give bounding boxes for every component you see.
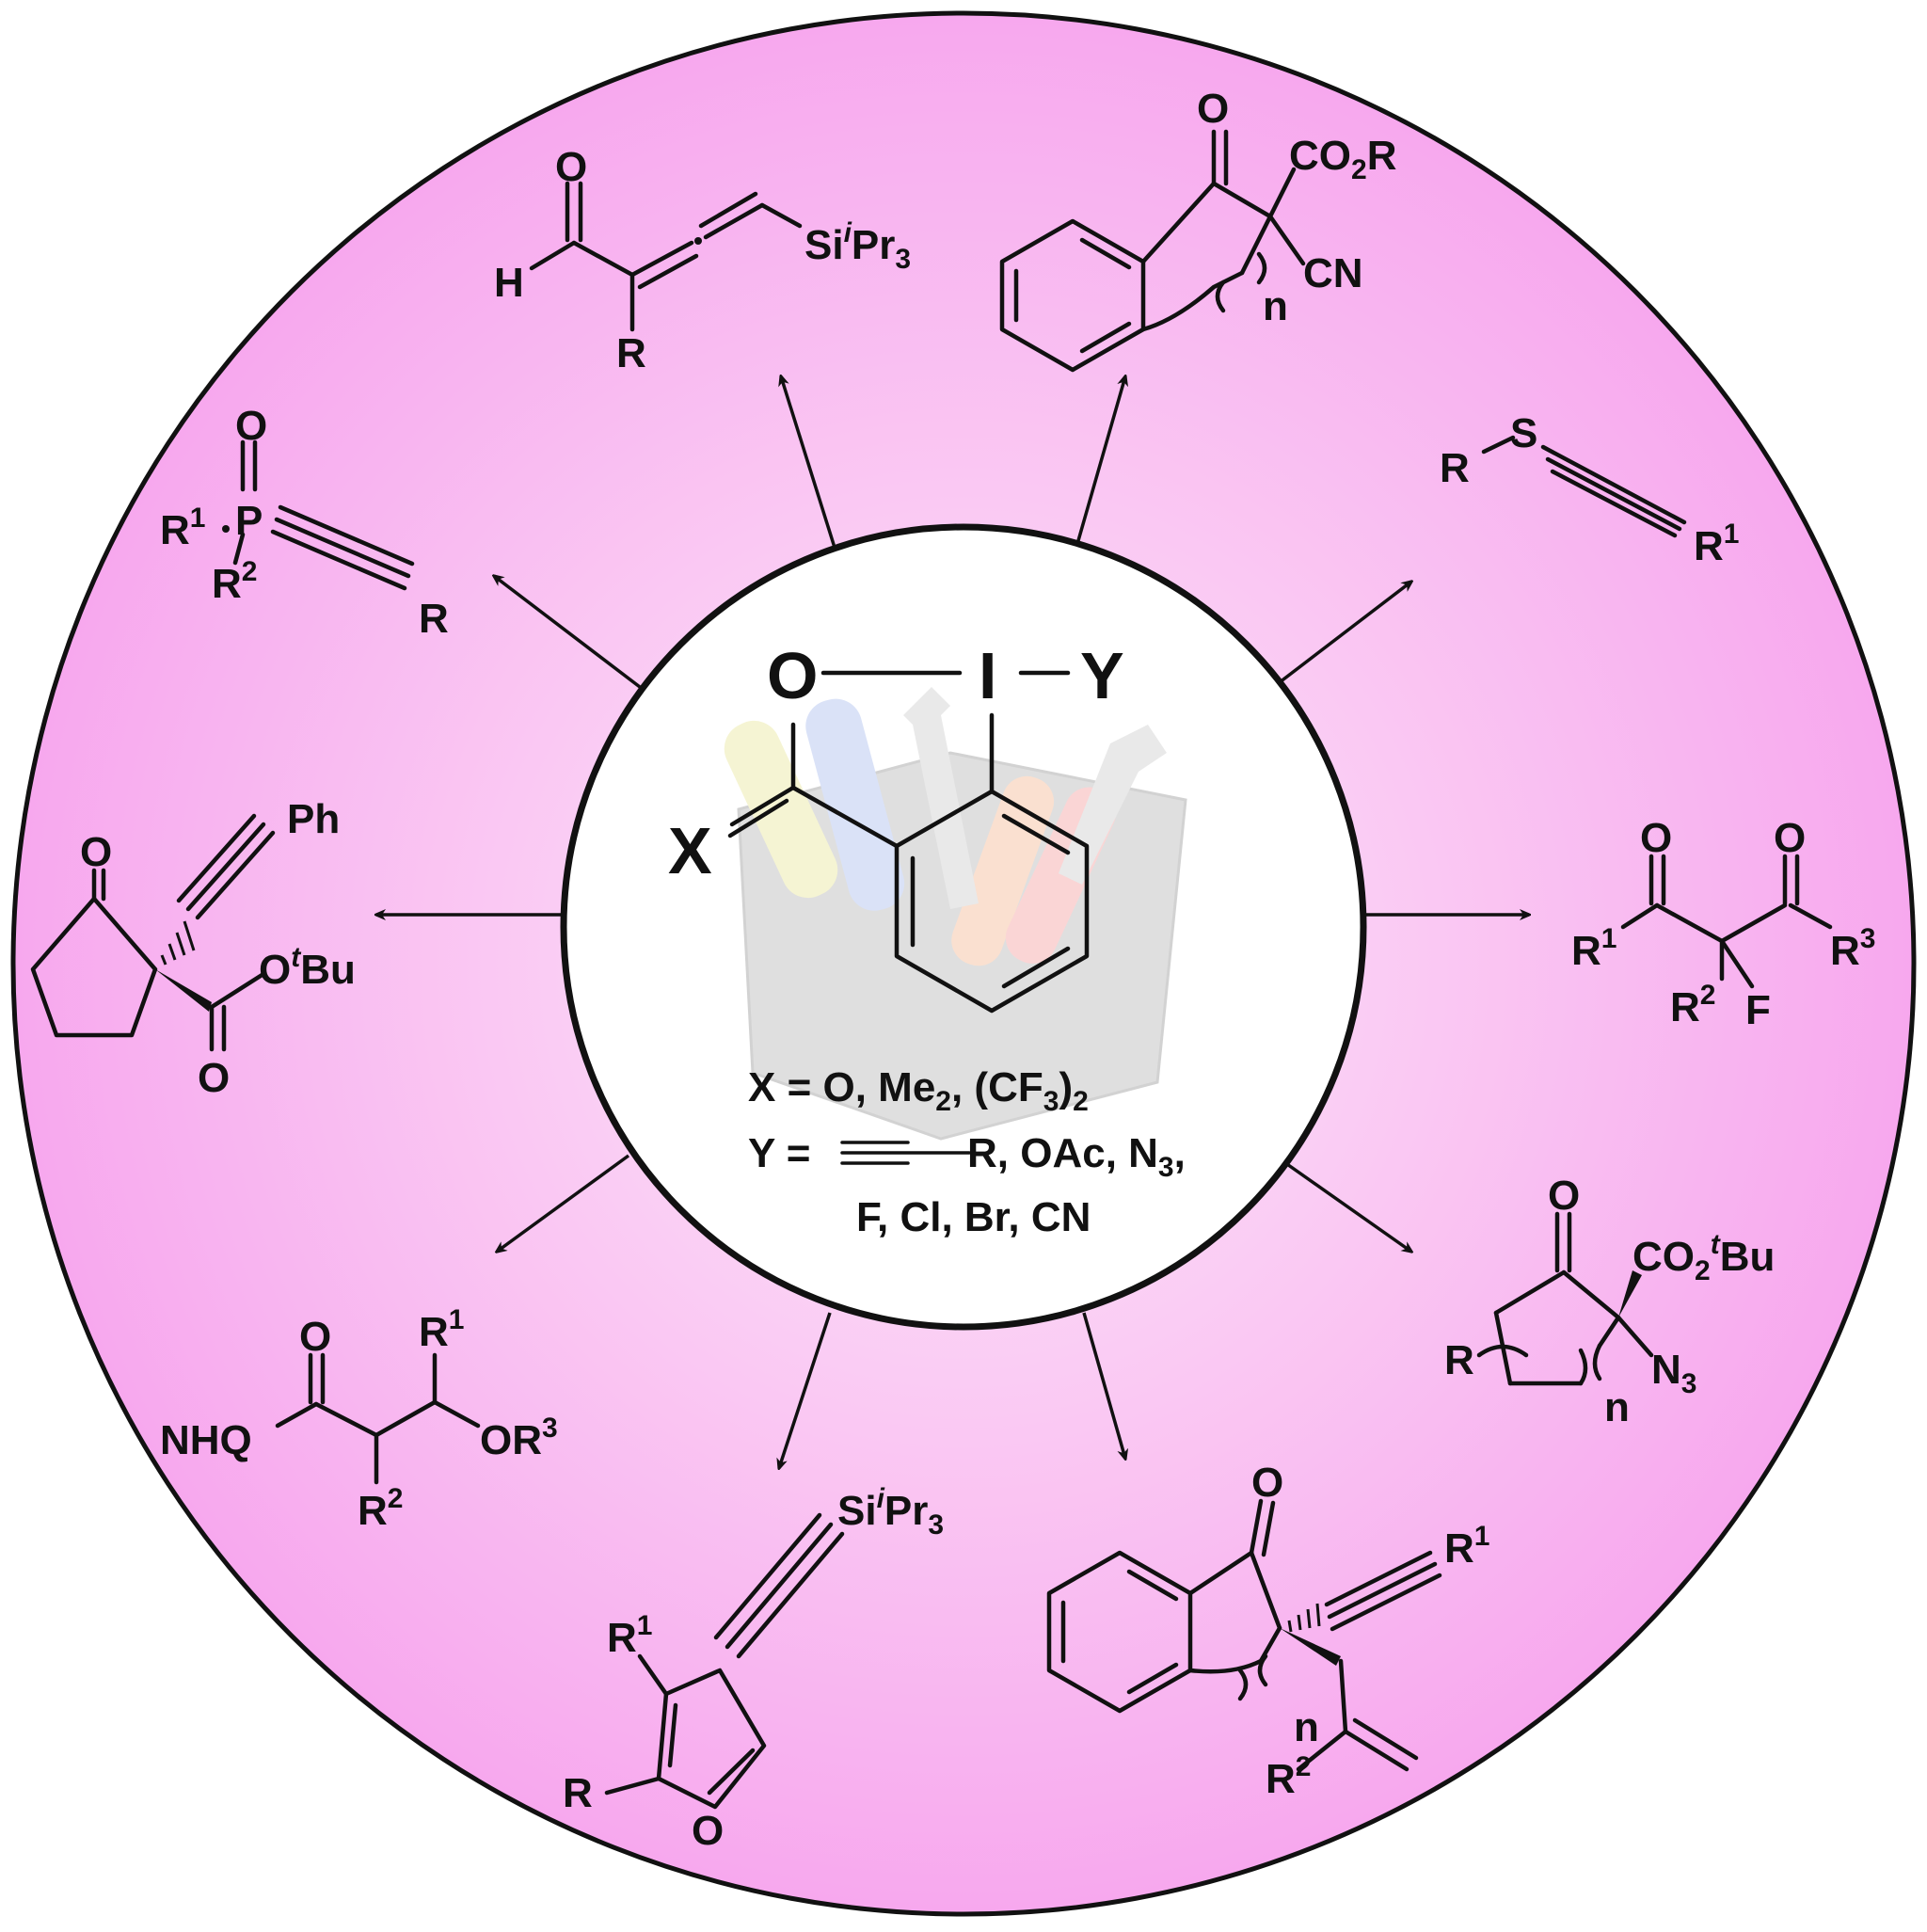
arrow-to-phosphine-oxide (494, 576, 642, 689)
fluoro-diketone-R2: R2 (1670, 980, 1715, 1030)
phosphine-oxide-R2: R2 (212, 556, 257, 607)
alkynyl-indanone-O: O (1251, 1460, 1283, 1506)
allenal-R: R (616, 330, 646, 376)
product-phosphine-oxide: O R1 P R2 R (160, 403, 449, 642)
alkynyl-ketoester-O3: O (198, 1055, 230, 1101)
arrow-to-thioalkyne (1278, 582, 1411, 684)
hydroxy-amide-O: O (299, 1314, 331, 1360)
furan-R: R (563, 1770, 593, 1816)
arrow-to-azido-ketoester (1282, 1160, 1411, 1252)
fluoro-diketone-R3: R3 (1830, 923, 1875, 974)
azido-ketoester-O: O (1548, 1173, 1580, 1219)
arrow-to-hydroxy-amide (497, 1154, 630, 1252)
alkynyl-indanone-n: n (1294, 1704, 1319, 1750)
product-hydroxy-amide: O R1 NHQ OR3 R2 (160, 1304, 558, 1534)
arrow-to-indanone-cn (1075, 376, 1125, 545)
thioalkyne-R: R (1440, 445, 1470, 491)
phosphine-oxide-R1: R1 (160, 503, 205, 553)
fluoro-diketone-O1: O (1640, 815, 1672, 861)
product-thioalkyne: R S R1 (1440, 410, 1739, 569)
core-I-label: I (979, 639, 996, 712)
alkynyl-ketoester-O: O (80, 829, 112, 875)
indanone-cn-CN: CN (1303, 250, 1363, 296)
core-O-label: O (767, 639, 818, 712)
product-alkynyl-ketoester: Ph O OtBu O (30, 796, 356, 1101)
alkynyl-indanone-R1: R1 (1444, 1521, 1489, 1572)
product-indanone-cn: O CO2R CN n (999, 86, 1396, 373)
alkynyl-ketoester-Ph: Ph (287, 796, 340, 842)
allenal-O: O (555, 144, 587, 190)
azido-ketoester-N3: N3 (1651, 1347, 1696, 1399)
product-alkynyl-indanone: O R1 R2 n (1046, 1460, 1489, 1802)
condition-x: X = O, Me2, (CF3)2 (748, 1064, 1089, 1117)
furan-SiiPr3: SiiPr3 (837, 1483, 944, 1541)
alkynyl-ketoester-OtBu: OtBu (259, 942, 356, 993)
core-reagent: O I Y X X = O, Me2, (CF3)2 Y = R, OAc, N… (668, 639, 1186, 1240)
product-fluoro-diketone: O O R1 R3 R2 F (1571, 815, 1875, 1033)
fluoro-diketone-F: F (1745, 987, 1771, 1033)
hydroxy-amide-R2: R2 (358, 1483, 403, 1534)
allenal-SiiPr3: SiiPr3 (804, 217, 911, 275)
product-furan: SiiPr3 R1 R O (563, 1483, 944, 1854)
hydroxy-amide-NHQ: NHQ (160, 1417, 252, 1463)
azido-ketoester-CO2tBu: CO2tBu (1632, 1229, 1775, 1286)
core-Y-label: Y (1080, 639, 1124, 712)
product-azido-ketoester: O CO2tBu R N3 n (1444, 1173, 1775, 1430)
thioalkyne-R1: R1 (1694, 519, 1739, 569)
condition-y-prefix: Y = (748, 1130, 810, 1176)
phosphine-oxide-O: O (235, 403, 267, 449)
alkynyl-indanone-R2: R2 (1266, 1751, 1311, 1802)
indanone-cn-O: O (1197, 86, 1229, 132)
furan-O: O (692, 1808, 724, 1854)
condition-y-alkyne-bond (840, 1141, 971, 1165)
arrow-to-furan (779, 1312, 832, 1468)
indanone-cn-CO2R: CO2R (1289, 133, 1396, 185)
product-allenal: O H R SiiPr3 (494, 144, 911, 376)
azido-ketoester-R: R (1444, 1337, 1474, 1383)
arrow-to-alkynyl-indanone (1082, 1312, 1125, 1459)
condition-y-line2: F, Cl, Br, CN (856, 1194, 1091, 1240)
allenal-H: H (494, 260, 524, 306)
phosphine-oxide-P: P (235, 498, 263, 544)
azido-ketoester-n: n (1604, 1384, 1630, 1430)
condition-y: R, OAc, N3, (967, 1130, 1186, 1183)
hydroxy-amide-R1: R1 (419, 1304, 464, 1355)
indanone-cn-n: n (1263, 283, 1288, 329)
reaction-arrows (376, 376, 1529, 1468)
furan-R1: R1 (607, 1610, 652, 1661)
thioalkyne-S: S (1510, 410, 1537, 456)
fluoro-diketone-R1: R1 (1571, 923, 1616, 974)
core-X-label: X (668, 814, 712, 887)
fluoro-diketone-O2: O (1774, 815, 1806, 861)
hydroxy-amide-OR3: OR3 (480, 1413, 558, 1463)
arrow-to-allenal (781, 376, 837, 551)
phosphine-oxide-R: R (419, 596, 449, 642)
inner-circle (560, 523, 1367, 1331)
